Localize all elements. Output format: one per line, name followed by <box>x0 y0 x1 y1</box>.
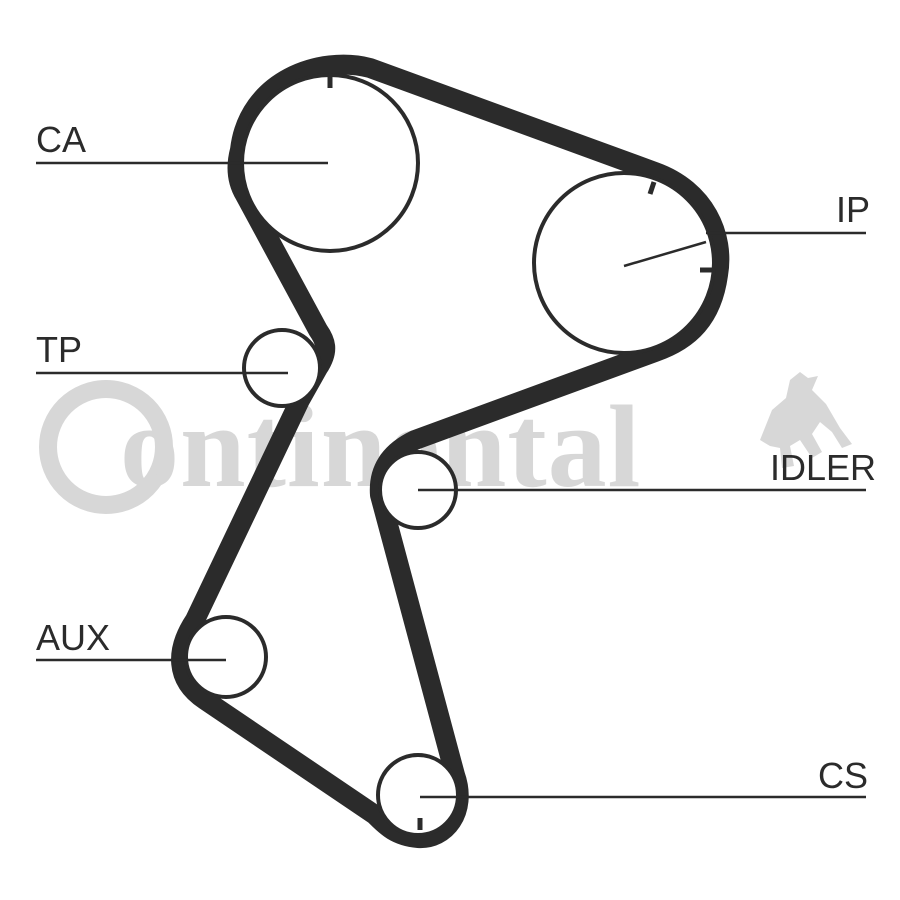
aux-label: AUX <box>36 617 110 658</box>
tp-pulley <box>242 328 322 408</box>
ip-label: IP <box>836 189 870 230</box>
ca-label: CA <box>36 119 86 160</box>
ip-pulley <box>532 171 716 355</box>
cs-pulley <box>376 753 460 837</box>
idler-label: IDLER <box>770 447 876 488</box>
tp-label: TP <box>36 329 82 370</box>
watermark-logo-ring <box>39 380 173 514</box>
ip-timing-mark-top <box>647 181 657 195</box>
aux-pulley <box>184 615 268 699</box>
rearing-horse-icon <box>760 372 852 468</box>
cs-label: CS <box>818 755 868 796</box>
ip-pulley-indicator <box>623 240 707 268</box>
